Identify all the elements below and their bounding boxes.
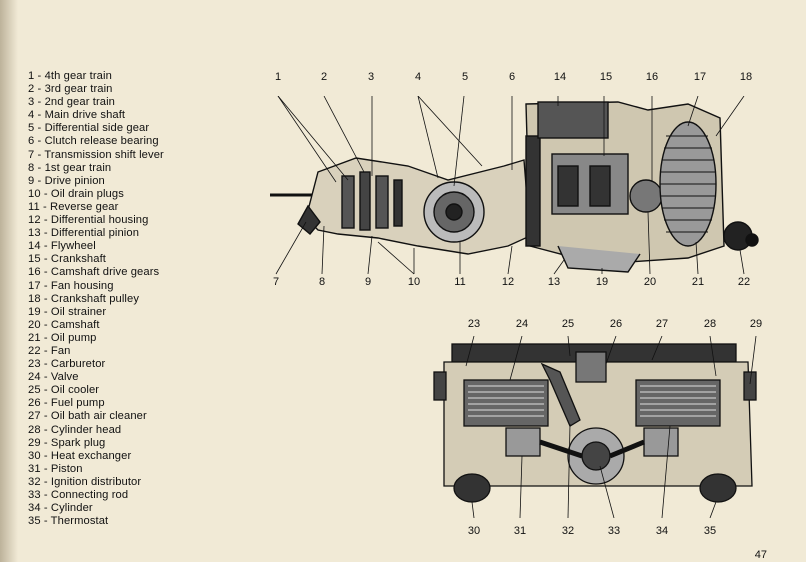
callout-label: 33: [607, 525, 621, 537]
legend-item: 17 - Fan housing: [28, 279, 114, 292]
callout-label: 25: [561, 318, 575, 330]
callout-label: 35: [703, 525, 717, 537]
legend-item: 27 - Oil bath air cleaner: [28, 410, 147, 423]
callout-label: 1: [274, 71, 282, 83]
page-binding-shadow: [0, 0, 18, 562]
legend-item: 5 - Differential side gear: [28, 122, 150, 135]
legend-item: 31 - Piston: [28, 462, 83, 475]
legend-item: 32 - Ignition distributor: [28, 475, 142, 488]
legend-item: 12 - Differential housing: [28, 214, 149, 227]
legend-item: 3 - 2nd gear train: [28, 96, 116, 109]
legend-item: 16 - Camshaft drive gears: [28, 266, 160, 279]
callout-label: 26: [609, 318, 623, 330]
legend-item: 18 - Crankshaft pulley: [28, 292, 140, 305]
legend-item: 7 - Transmission shift lever: [28, 148, 164, 161]
callout-label: 18: [739, 71, 753, 83]
callout-label: 24: [515, 318, 529, 330]
legend-item: 15 - Crankshaft: [28, 253, 106, 266]
callout-label: 17: [693, 71, 707, 83]
legend-item: 33 - Connecting rod: [28, 489, 129, 501]
legend-item: 24 - Valve: [28, 371, 79, 384]
callout-label: 12: [501, 276, 515, 288]
legend-item: 21 - Oil pump: [28, 331, 97, 344]
callout-label: 6: [508, 71, 516, 83]
callout-label: 15: [599, 71, 613, 83]
callout-label: 19: [595, 276, 609, 288]
legend-item: 8 - 1st gear train: [28, 161, 112, 174]
legend-item: 4 - Main drive shaft: [28, 109, 126, 122]
callout-label: 22: [737, 276, 751, 288]
legend-item: 1 - 4th gear train: [28, 70, 112, 82]
callout-label: 10: [407, 276, 421, 288]
legend-item: 30 - Heat exchanger: [28, 449, 132, 462]
legend-item: 29 - Spark plug: [28, 436, 106, 449]
callout-label: 27: [655, 318, 669, 330]
legend-item: 22 - Fan: [28, 344, 71, 357]
legend-item: 26 - Fuel pump: [28, 397, 105, 410]
callout-label: 13: [547, 276, 561, 288]
callout-label: 29: [749, 318, 763, 330]
legend-item: 20 - Camshaft: [28, 318, 100, 331]
callout-label: 7: [272, 276, 280, 288]
legend-item: 14 - Flywheel: [28, 240, 96, 253]
side-cutaway-svg: [270, 96, 759, 275]
page-number: 47: [754, 549, 767, 561]
callout-label: 32: [561, 525, 575, 537]
legend-item: 2 - 3rd gear train: [28, 83, 113, 96]
parts-legend: 1 - 4th gear train 2 - 3rd gear train 3 …: [28, 70, 164, 528]
callout-label: 31: [513, 525, 527, 537]
callout-label: 20: [643, 276, 657, 288]
legend-item: 13 - Differential pinion: [28, 227, 140, 240]
legend-item: 34 - Cylinder: [28, 502, 93, 515]
callout-label: 4: [414, 71, 422, 83]
callout-label: 2: [320, 71, 328, 83]
callout-label: 11: [454, 276, 466, 288]
legend-item: 6 - Clutch release bearing: [28, 135, 159, 148]
callout-label: 21: [691, 276, 705, 288]
front-cutaway-drawing: [430, 336, 766, 518]
legend-item: 25 - Oil cooler: [28, 384, 100, 397]
legend-item: 10 - Oil drain plugs: [28, 187, 124, 200]
legend-item: 11 - Reverse gear: [28, 200, 119, 213]
callout-label: 14: [553, 71, 567, 83]
legend-item: 35 - Thermostat: [28, 515, 109, 528]
legend-item: 9 - Drive pinion: [28, 174, 105, 187]
legend-item: 28 - Cylinder head: [28, 423, 122, 436]
front-cutaway-svg: [433, 336, 757, 518]
callout-label: 23: [467, 318, 481, 330]
side-cutaway-drawing: [268, 96, 768, 276]
callout-label: 5: [461, 71, 469, 83]
callout-label: 3: [367, 71, 375, 83]
callout-label: 9: [364, 276, 372, 288]
callout-label: 30: [467, 525, 481, 537]
callout-label: 34: [655, 525, 669, 537]
legend-item: 19 - Oil strainer: [28, 305, 107, 318]
callout-label: 8: [318, 276, 326, 288]
legend-item: 23 - Carburetor: [28, 358, 106, 371]
callout-label: 28: [703, 318, 717, 330]
callout-label: 16: [645, 71, 659, 83]
